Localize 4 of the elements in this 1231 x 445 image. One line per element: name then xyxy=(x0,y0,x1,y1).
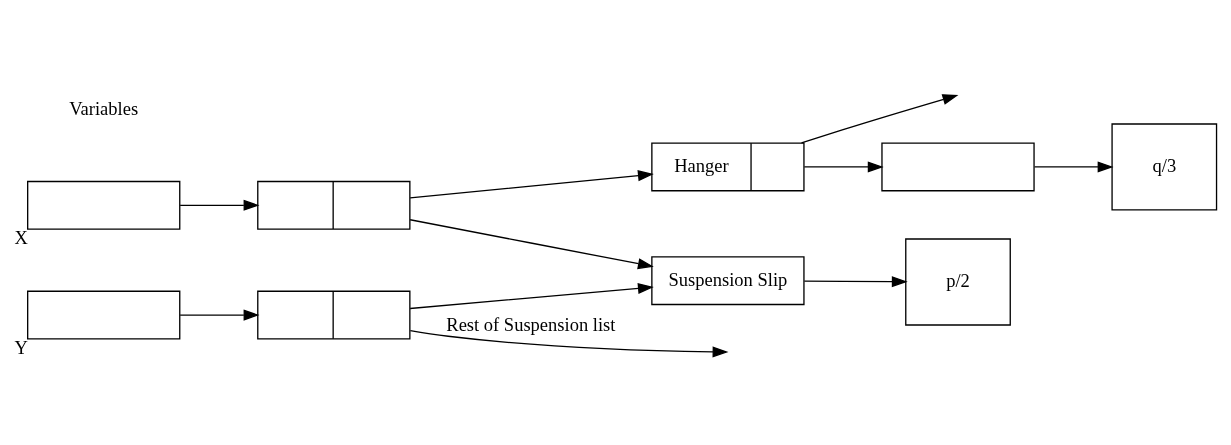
label: Variables xyxy=(69,98,139,119)
node-label: Y xyxy=(14,337,28,358)
edge-label: Rest of Suspension list xyxy=(446,315,616,336)
node-label: X xyxy=(14,227,28,248)
